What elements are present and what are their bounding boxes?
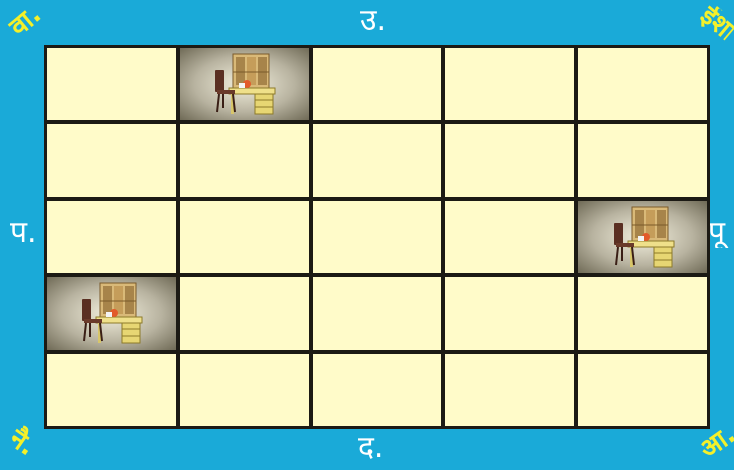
grid-cell-r3-c3[interactable] [313,201,442,273]
grid-cell-r3-c4[interactable] [445,201,574,273]
grid-cell-r3-c5[interactable] [578,201,707,273]
grid-cell-r5-c2[interactable] [180,354,309,426]
corner-top-left-label: वा. [5,1,46,41]
grid-cell-r1-c5[interactable] [578,48,707,120]
grid-cell-r2-c4[interactable] [445,124,574,196]
grid-cell-r2-c5[interactable] [578,124,707,196]
grid-cell-r1-c2[interactable] [180,48,309,120]
grid-cell-r4-c5[interactable] [578,277,707,349]
grid-cell-r4-c4[interactable] [445,277,574,349]
grid-cell-r1-c1[interactable] [47,48,176,120]
south-label: द. [358,433,383,463]
grid-cell-r5-c4[interactable] [445,354,574,426]
grid-cell-r4-c3[interactable] [313,277,442,349]
grid-cell-r5-c1[interactable] [47,354,176,426]
grid-cell-r1-c4[interactable] [445,48,574,120]
grid-cell-r1-c3[interactable] [313,48,442,120]
east-label: पू [708,218,734,248]
grid-cell-r2-c2[interactable] [180,124,309,196]
desk-chair-icon [211,52,277,116]
west-label: प. [10,218,37,248]
grid-cell-r5-c5[interactable] [578,354,707,426]
desk-chair-icon [610,205,676,269]
grid-cell-r5-c3[interactable] [313,354,442,426]
grid-cell-r4-c1[interactable] [47,277,176,349]
grid-cell-r2-c1[interactable] [47,124,176,196]
grid-cell-r4-c2[interactable] [180,277,309,349]
corner-top-right-label: ईशा. [696,2,734,44]
grid-cell-r3-c2[interactable] [180,201,309,273]
room-grid [44,45,710,429]
desk-chair-icon [78,281,144,345]
grid-cell-r3-c1[interactable] [47,201,176,273]
corner-bottom-left-label: नै. [5,425,40,460]
north-label: उ. [360,6,386,36]
grid-cell-r2-c3[interactable] [313,124,442,196]
